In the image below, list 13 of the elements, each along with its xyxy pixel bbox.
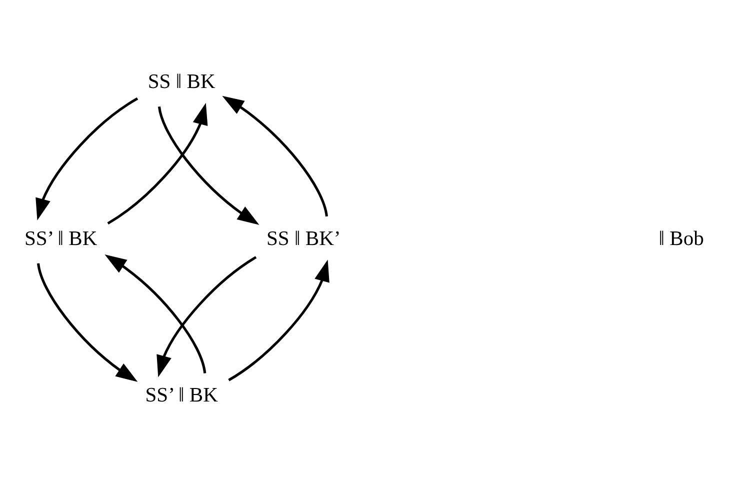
node-text: SS ‖ BK <box>148 71 216 94</box>
arrow <box>156 256 257 378</box>
arrow <box>228 260 330 382</box>
arrow <box>222 96 328 217</box>
label: ‖ Bob <box>658 228 704 250</box>
arrow <box>36 97 138 220</box>
arrow <box>158 106 260 225</box>
node-text: SS’ ‖ BK <box>145 384 218 407</box>
arrow <box>107 102 208 225</box>
node-text: SS ‖ BK’ <box>266 228 341 250</box>
node-text: SS’ ‖ BK <box>24 228 98 250</box>
arrow <box>104 254 206 374</box>
arrow <box>37 263 138 382</box>
